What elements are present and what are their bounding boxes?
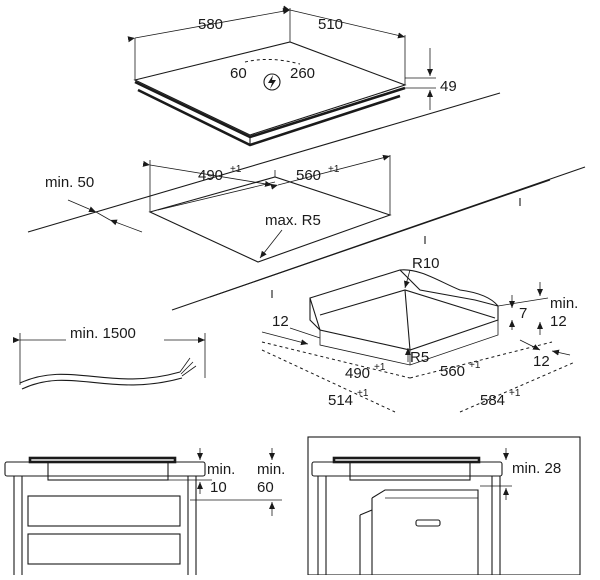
r5-label: R5	[410, 349, 429, 366]
worktop-cutout-drawing: 490 +1 560 +1 max. R5 min. 50	[27, 92, 586, 311]
min-50-label: min. 50	[45, 174, 94, 191]
dim-514-line	[261, 349, 396, 413]
dim-12a-label: 12	[272, 313, 289, 330]
dim-510-line	[282, 5, 406, 39]
dim-560-line	[270, 154, 391, 190]
dim-490-label: 490	[198, 167, 223, 184]
dim-584-tol: +1	[509, 388, 521, 399]
dim-490-frame-tol: +1	[374, 362, 386, 373]
hob-drawing: 580 510 49 60 260	[127, 5, 457, 147]
min10-label-a: min.	[207, 461, 235, 478]
min-50-arrow-b	[109, 219, 143, 233]
dim-510-label: 510	[318, 16, 343, 33]
dim-560-frame-label: 560	[440, 363, 465, 380]
dim-514-tol: +1	[357, 388, 369, 399]
dim-560-tol: +1	[328, 164, 340, 175]
min28-label: min. 28	[512, 460, 561, 477]
dim-490-line	[142, 160, 273, 187]
hob-top-plate	[133, 41, 407, 136]
frame-detail-drawing: R10 R5 12 7 min. 12 12 490 +1 560 +1 514…	[261, 198, 578, 413]
cable-wires	[179, 357, 197, 377]
min10-label-b: 10	[210, 479, 227, 496]
worktop-back-edge	[27, 92, 501, 233]
dim-560-frame-line	[409, 341, 553, 379]
hob-body	[137, 88, 401, 147]
install-left-drawing: min. 10 min. 60	[4, 448, 285, 575]
dim-584-line	[459, 361, 576, 413]
dim-12c-label: 12	[533, 353, 550, 370]
dim-49-label: 49	[440, 78, 457, 95]
min-50-arrow-a	[67, 199, 97, 213]
cable-line	[19, 371, 181, 384]
dim-514-label: 514	[328, 392, 353, 409]
dim-min-label: min.	[550, 295, 578, 312]
r10-label: R10	[412, 255, 440, 272]
dim-580-label: 580	[198, 16, 223, 33]
min60-label-b: 60	[257, 479, 274, 496]
oven-handle	[415, 519, 441, 527]
cable-angle-arc	[244, 58, 301, 65]
dim-490-frame-label: 490	[345, 365, 370, 382]
radius-label: max. R5	[265, 212, 321, 229]
dim-560-frame-tol: +1	[469, 360, 481, 371]
install-right-drawing: min. 28	[307, 436, 581, 576]
dim-7-label: 7	[519, 305, 527, 322]
dim-12b-label: 12	[550, 313, 567, 330]
dim-560-label: 560	[296, 167, 321, 184]
dim-584-label: 584	[480, 392, 505, 409]
dim-490-tol: +1	[230, 164, 242, 175]
dim-490-frame-line	[261, 341, 411, 379]
cable-drawing: min. 1500	[13, 324, 206, 390]
lightning-icon	[268, 75, 276, 89]
oven-body	[371, 489, 479, 575]
radius-arrow	[259, 229, 283, 259]
angle-260-label: 260	[290, 65, 315, 82]
min60-label-a: min.	[257, 461, 285, 478]
electric-symbol-icon	[263, 73, 281, 91]
dim-580-line	[127, 8, 291, 43]
dim-1500-label: min. 1500	[70, 325, 136, 342]
angle-60-label: 60	[230, 65, 247, 82]
